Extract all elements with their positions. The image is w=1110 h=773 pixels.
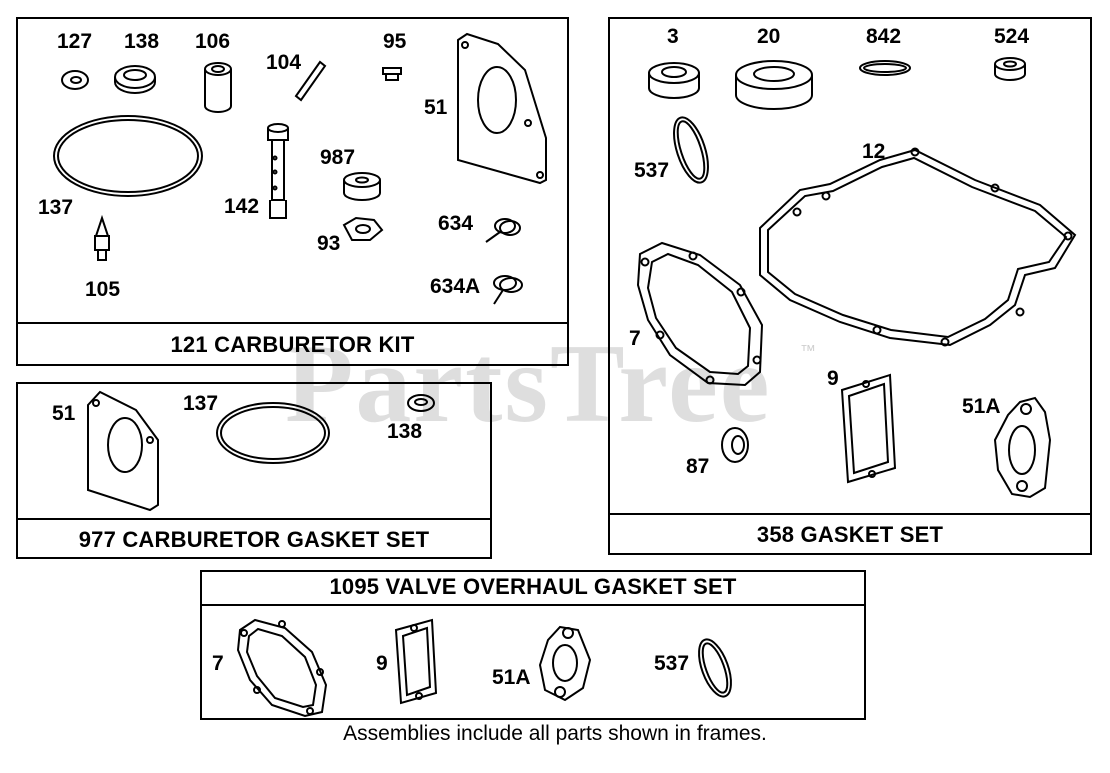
part-106-sleeve xyxy=(204,62,232,113)
part-9-gasket xyxy=(840,373,897,484)
part-138-seal-977 xyxy=(407,394,435,412)
label-93: 93 xyxy=(317,232,341,255)
part-537-oring xyxy=(673,116,709,184)
part-9-gasket-1095 xyxy=(394,618,438,705)
part-12-gasket xyxy=(759,147,1077,347)
label-20: 20 xyxy=(757,25,781,48)
label-142: 142 xyxy=(224,195,260,218)
label-537: 537 xyxy=(634,159,670,182)
label-537-1095: 537 xyxy=(654,652,690,675)
part-105-needle xyxy=(94,214,110,261)
part-634a-spring xyxy=(493,275,523,305)
part-95-screw xyxy=(382,67,402,81)
label-51-977: 51 xyxy=(52,402,76,425)
label-106: 106 xyxy=(195,30,231,53)
part-51-plate xyxy=(457,32,547,185)
frame-carburetor-gasket-set xyxy=(16,382,492,559)
part-524-cap xyxy=(994,57,1026,81)
label-51a: 51A xyxy=(962,395,1001,418)
part-51a-gasket-1095 xyxy=(538,625,592,702)
label-127: 127 xyxy=(57,30,93,53)
frame-gasket-set xyxy=(608,17,1092,555)
part-137-gasket-977 xyxy=(216,402,330,464)
label-104: 104 xyxy=(266,51,302,74)
label-7-1095: 7 xyxy=(212,652,224,675)
label-138-977: 138 xyxy=(387,420,423,443)
label-9-1095: 9 xyxy=(376,652,388,675)
label-842: 842 xyxy=(866,25,902,48)
part-3-seal xyxy=(648,62,700,99)
label-51a-1095: 51A xyxy=(492,666,531,689)
caption-carburetor-gasket-set: 977 CARBURETOR GASKET SET xyxy=(16,518,492,559)
part-127-washer xyxy=(61,70,89,90)
part-634-spring xyxy=(485,218,521,243)
label-3: 3 xyxy=(667,25,679,48)
label-138: 138 xyxy=(124,30,160,53)
part-20-seal xyxy=(735,60,813,110)
part-93-nut xyxy=(342,216,384,241)
frame-carburetor-kit xyxy=(16,17,569,366)
label-87: 87 xyxy=(686,455,710,478)
part-87-seal xyxy=(721,427,749,463)
label-12: 12 xyxy=(862,140,886,163)
watermark-text: PartsTree xyxy=(285,322,772,446)
label-137: 137 xyxy=(38,196,74,219)
label-51: 51 xyxy=(424,96,448,119)
label-7: 7 xyxy=(629,327,641,350)
label-9: 9 xyxy=(827,367,839,390)
label-987: 987 xyxy=(320,146,356,169)
part-51-plate-977 xyxy=(87,390,159,512)
part-104-pin xyxy=(294,60,327,102)
label-105: 105 xyxy=(85,278,121,301)
part-537-oring-1095 xyxy=(698,638,732,698)
part-142-tube xyxy=(267,123,289,219)
label-634a: 634A xyxy=(430,275,481,298)
part-987-spacer xyxy=(343,172,381,201)
caption-valve-overhaul-gasket-set: 1095 VALVE OVERHAUL GASKET SET xyxy=(200,570,866,606)
part-7-gasket xyxy=(636,241,764,387)
label-634: 634 xyxy=(438,212,474,235)
footnote: Assemblies include all parts shown in fr… xyxy=(343,722,767,745)
part-7-gasket-1095 xyxy=(236,618,328,718)
watermark-trademark: ™ xyxy=(800,343,816,360)
label-524: 524 xyxy=(994,25,1030,48)
label-95: 95 xyxy=(383,30,407,53)
part-842-oring xyxy=(859,60,911,76)
part-137-gasket xyxy=(53,115,203,197)
caption-carburetor-kit: 121 CARBURETOR KIT xyxy=(16,322,569,366)
frame-valve-overhaul-gasket-set xyxy=(200,570,866,720)
caption-gasket-set: 358 GASKET SET xyxy=(608,513,1092,555)
part-51a-gasket xyxy=(993,396,1052,499)
label-137-977: 137 xyxy=(183,392,219,415)
part-138-seal xyxy=(114,65,156,94)
